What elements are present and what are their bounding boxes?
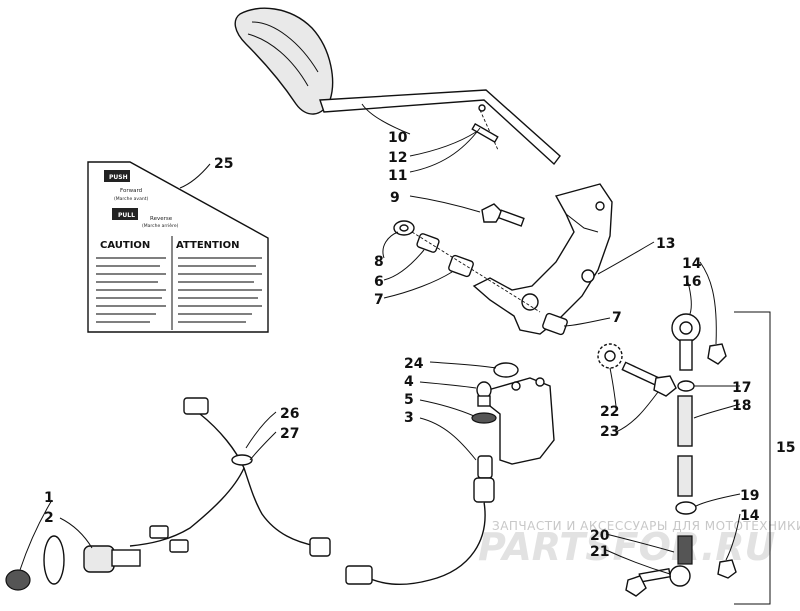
push-badge <box>104 170 130 182</box>
shift-rod <box>625 311 771 605</box>
wiring-harness <box>129 397 331 557</box>
callout-13: 13 <box>656 236 675 252</box>
shift-handle <box>234 7 561 166</box>
callout-9: 9 <box>390 190 400 206</box>
callout-1: 1 <box>44 490 54 506</box>
star-washer <box>597 343 677 397</box>
callout-6: 6 <box>374 274 384 290</box>
callout-4: 4 <box>404 374 414 390</box>
callout-27: 27 <box>280 426 299 442</box>
decal-push-caption-2: (Marche avant) <box>114 196 148 202</box>
callout-26: 26 <box>280 406 299 422</box>
callout-11: 11 <box>388 168 407 184</box>
callout-7b: 7 <box>612 310 622 326</box>
bolt-9 <box>481 203 525 227</box>
callout-10: 10 <box>388 130 408 146</box>
callout-2: 2 <box>44 510 54 526</box>
callout-labels: 25 10 12 11 9 8 6 7 7 13 14 16 15 24 4 5… <box>44 130 795 560</box>
callout-22: 22 <box>600 404 619 420</box>
callout-14a: 14 <box>682 256 702 272</box>
decal-pull-label: PULL <box>118 212 135 219</box>
callout-23: 23 <box>600 424 619 440</box>
cable-connector <box>345 565 373 585</box>
switch-assembly <box>5 535 141 591</box>
decal-pull-caption-1: Reverse <box>150 216 173 222</box>
decal: PUSH Forward (Marche avant) PULL Reverse… <box>87 161 269 333</box>
callout-20: 20 <box>590 528 610 544</box>
leader-lines <box>19 103 741 575</box>
pull-badge <box>112 208 138 220</box>
callout-14b: 14 <box>740 508 760 524</box>
callout-21: 21 <box>590 544 609 560</box>
decal-caution-title: CAUTION <box>100 240 150 251</box>
callout-12: 12 <box>388 150 407 166</box>
callout-15: 15 <box>776 440 795 456</box>
decal-push-caption-1: Forward <box>120 188 142 194</box>
shift-bracket <box>472 183 613 335</box>
callout-19: 19 <box>740 488 759 504</box>
callout-16: 16 <box>682 274 701 290</box>
callout-8: 8 <box>374 254 384 270</box>
pivot-bolt <box>471 104 499 151</box>
decal-pull-caption-2: (Marche arrière) <box>142 222 179 229</box>
bushings <box>393 220 568 336</box>
callout-25: 25 <box>214 156 233 172</box>
callout-17: 17 <box>732 380 751 396</box>
decal-push-label: PUSH <box>109 174 128 181</box>
lower-bracket <box>471 362 555 503</box>
callout-18: 18 <box>732 398 751 414</box>
watermark-text: ЗАПЧАСТИ И АКСЕССУАРЫ ДЛЯ МОТОТЕХНИКИ <box>492 519 800 533</box>
decal-attention-title: ATTENTION <box>176 240 239 251</box>
callout-5: 5 <box>404 392 414 408</box>
callout-7a: 7 <box>374 292 384 308</box>
callout-3: 3 <box>404 410 414 426</box>
callout-24: 24 <box>404 356 424 372</box>
